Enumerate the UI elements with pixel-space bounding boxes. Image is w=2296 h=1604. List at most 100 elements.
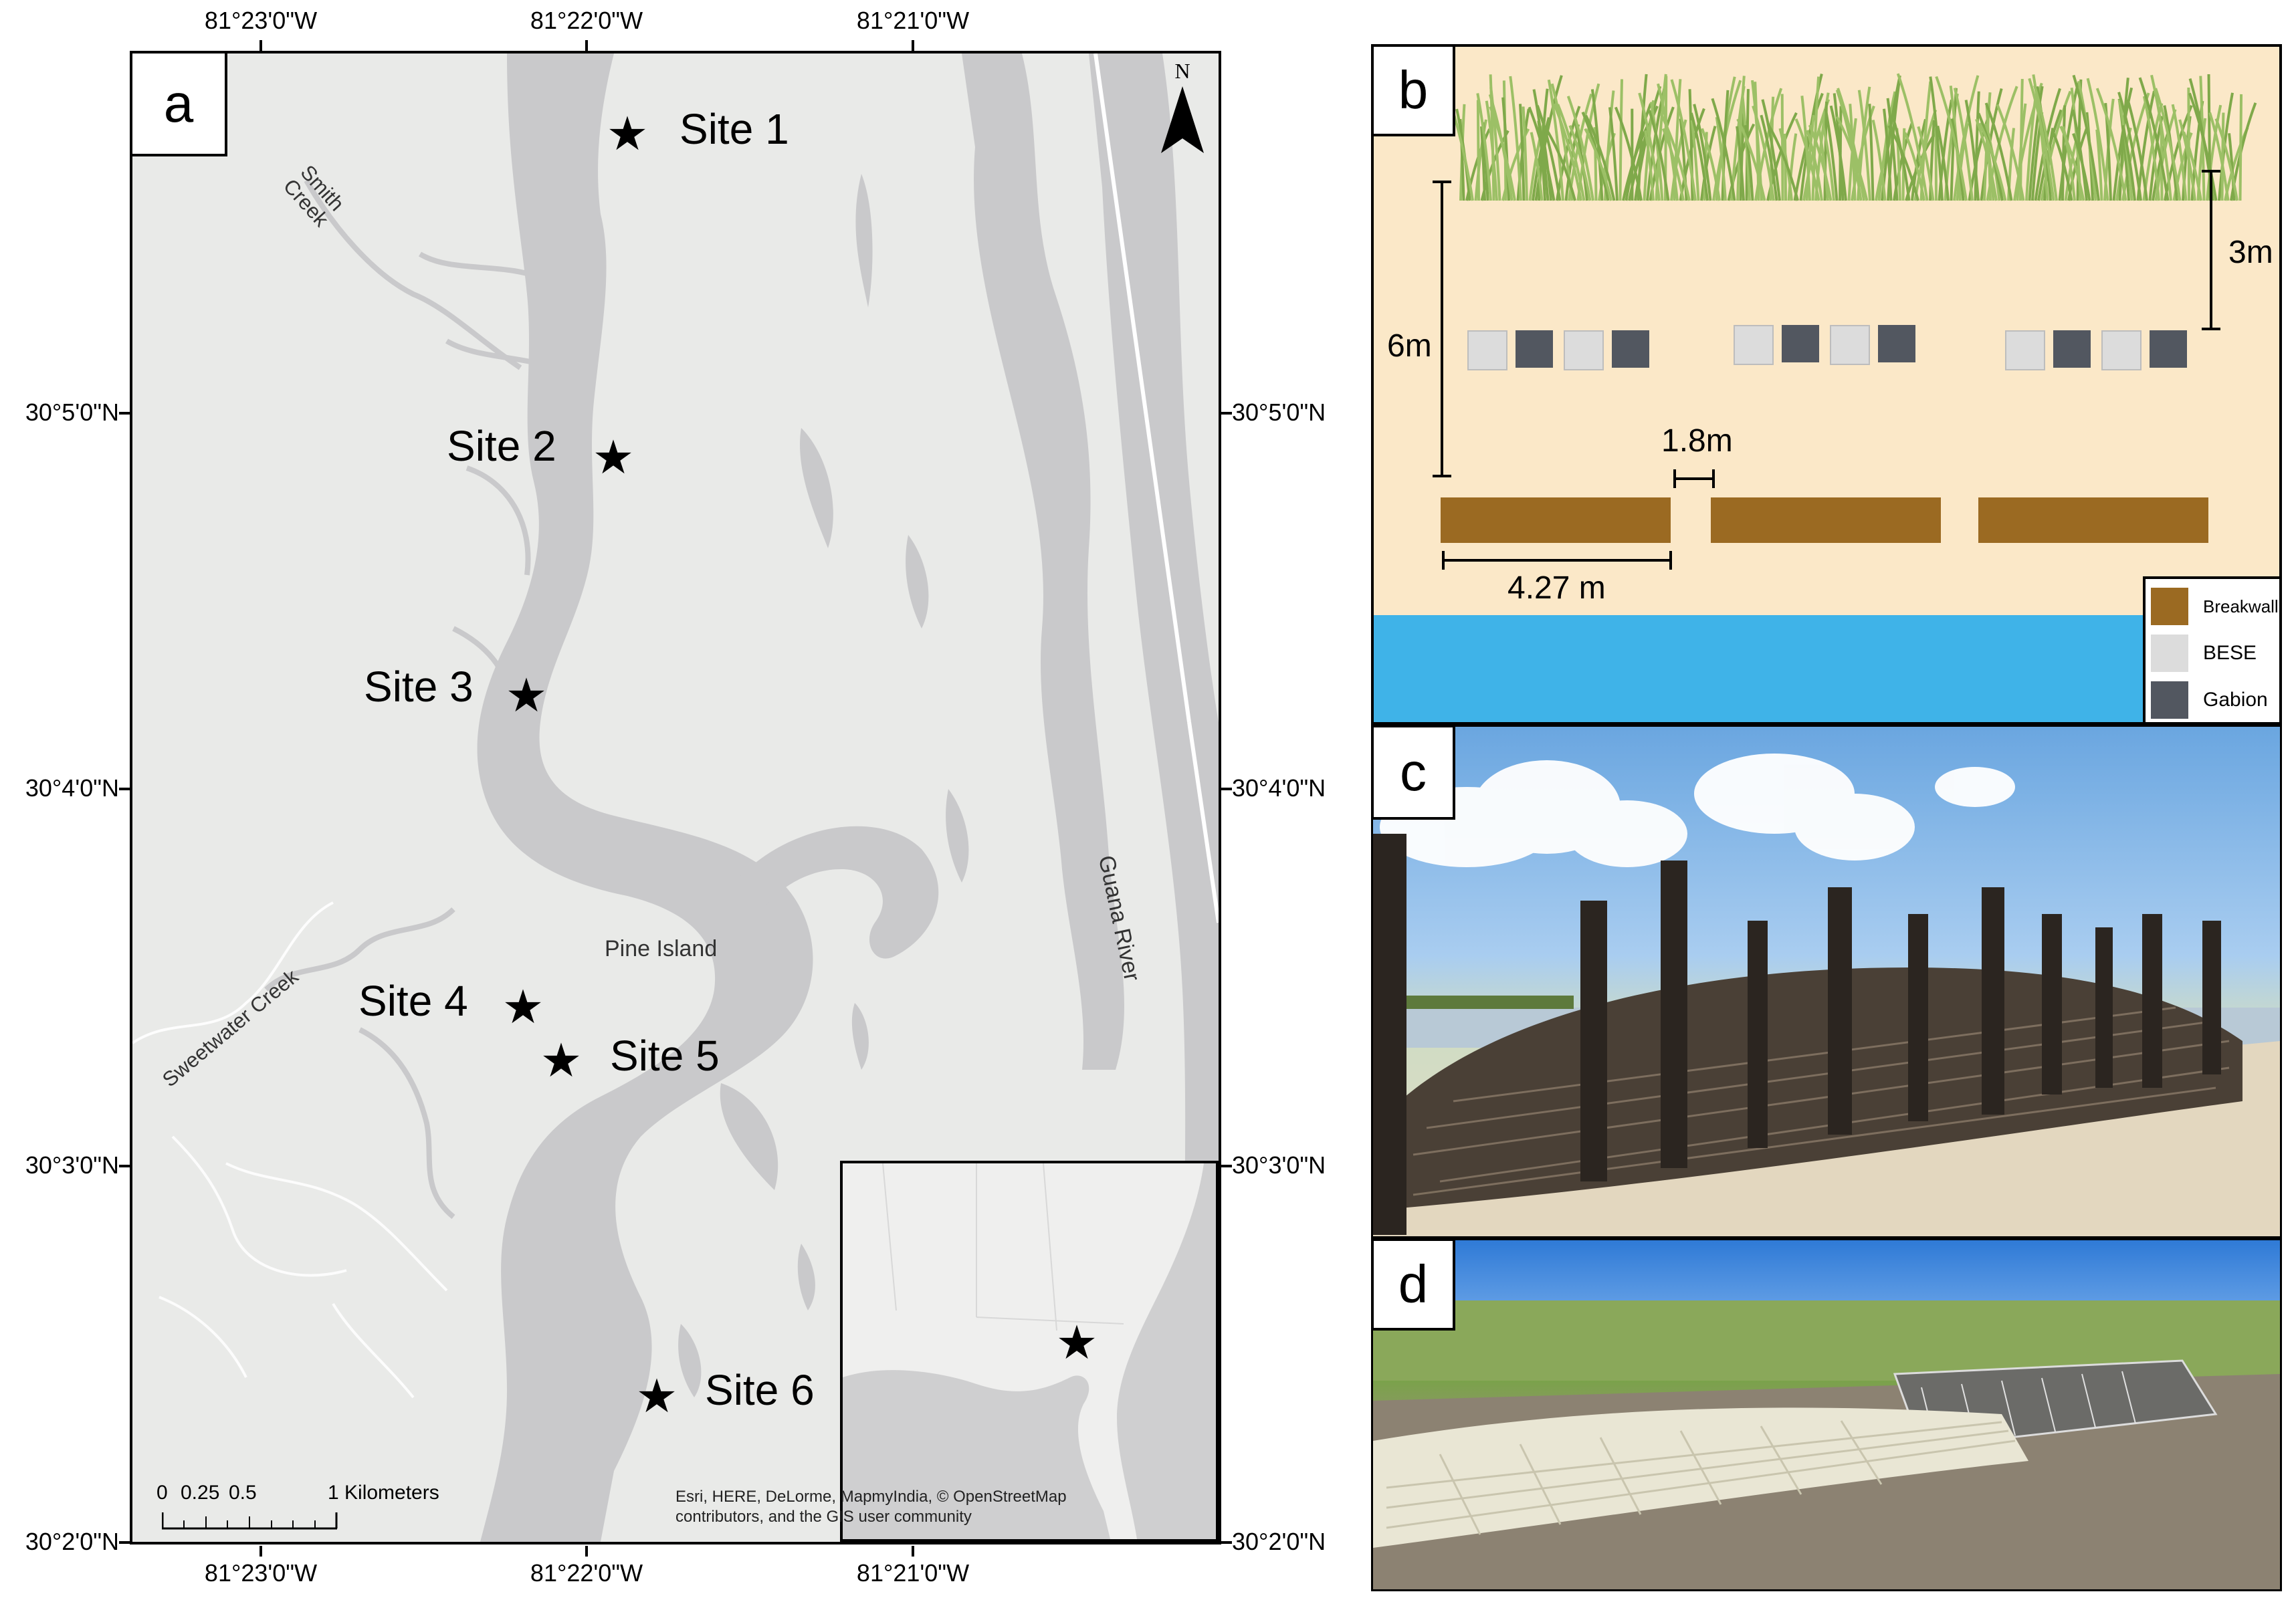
grass-blade	[1532, 89, 1550, 201]
tick-mark	[1221, 1541, 1232, 1544]
breakwall-segment	[1978, 497, 2208, 543]
panel-label-a: a	[130, 51, 227, 156]
bese-block	[1830, 325, 1870, 365]
tick-mark	[1221, 788, 1232, 790]
grass-blade	[1868, 104, 1875, 201]
panel-d-photo	[1371, 1238, 2282, 1591]
bottom-tick-label: 81°22'0"W	[530, 1559, 643, 1587]
grass-blade	[1638, 92, 1661, 201]
legend: Breakwall BESE Gabion	[2143, 576, 2279, 722]
roads	[132, 901, 448, 1399]
north-label: N	[1174, 59, 1190, 83]
panel-label-c: c	[1371, 725, 1455, 820]
tick-mark	[1221, 1165, 1232, 1167]
grass-blade	[1871, 119, 1887, 201]
grass-blade	[1806, 130, 1823, 201]
grass-blade	[1811, 76, 1820, 201]
tick-mark	[585, 40, 588, 51]
grass-blade	[1659, 113, 1691, 201]
bese-block	[1564, 330, 1604, 370]
grass-blade	[1614, 106, 1643, 201]
dim-4-27m-line	[1443, 559, 1671, 562]
grass-blade	[1736, 118, 1766, 201]
gabion-block	[2053, 330, 2091, 368]
grass-blade	[1822, 126, 1835, 201]
grass-blade	[1556, 104, 1586, 201]
breakwall-segment	[1441, 497, 1671, 543]
grass-blade	[1485, 100, 1498, 201]
right-tick-label: 30°5'0"N	[1232, 398, 1326, 426]
breakwall-segment	[1711, 497, 1941, 543]
gabion-block	[1612, 330, 1649, 368]
legend-swatch	[2151, 681, 2188, 719]
grass-blade	[1896, 73, 1929, 201]
grass-blade	[1917, 126, 1935, 201]
grass-blade	[1953, 88, 1974, 201]
legend-item-gabion: Gabion	[2151, 677, 2279, 722]
attribution: Esri, HERE, DeLorme, MapmyIndia, © OpenS…	[675, 1488, 1067, 1526]
dim-cap	[1442, 551, 1445, 570]
left-tick-label: 30°2'0"N	[25, 1528, 119, 1555]
grass-blade	[1532, 117, 1550, 201]
grass-blade	[2028, 78, 2055, 201]
grass-blade	[1808, 124, 1833, 201]
grass-blade	[1644, 130, 1655, 201]
scale-zero: 0	[156, 1482, 168, 1504]
inset-site-star: ★	[1055, 1316, 1098, 1369]
grass-blade	[1693, 104, 1712, 201]
grass-blade	[1545, 128, 1576, 201]
grass-blade	[2138, 77, 2170, 201]
grass-blade	[1787, 133, 1798, 201]
grass-blade	[2033, 85, 2058, 201]
grass-blade	[2208, 112, 2230, 201]
dim-1-8m-line	[1675, 477, 1713, 480]
top-tick-label: 81°23'0"W	[204, 7, 318, 34]
grass-blade	[2028, 86, 2044, 201]
grass-blade	[2058, 82, 2080, 201]
grass-blade	[1835, 116, 1869, 201]
right-tick-label: 30°3'0"N	[1232, 1151, 1326, 1179]
river-west	[477, 53, 813, 1542]
site-3-label: Site 3	[364, 663, 474, 711]
grass-blade	[1566, 96, 1594, 201]
tick-mark	[1221, 412, 1232, 415]
scale-one: 1 Kilometers	[328, 1482, 439, 1504]
bese-block	[1734, 325, 1774, 365]
legend-label: Breakwall	[2203, 596, 2279, 616]
grass-blade	[1886, 98, 1899, 201]
site-6-label: Site 6	[705, 1366, 815, 1414]
grass-blade	[1474, 119, 1487, 201]
grass-blade	[1752, 105, 1775, 201]
grass-blade	[1522, 106, 1528, 201]
right-tick-label: 30°2'0"N	[1232, 1528, 1326, 1555]
marsh-ponds	[678, 174, 969, 1397]
grass-blade	[1518, 104, 1526, 201]
grass-blade	[1608, 107, 1619, 201]
grass-blade	[1528, 106, 1556, 201]
dim-1-8m-label: 1.8m	[1661, 423, 1733, 459]
grass-blade	[1929, 76, 1944, 201]
grass-blade	[1857, 90, 1871, 201]
bese-block	[2005, 330, 2045, 370]
grass-blade	[1736, 76, 1746, 201]
grass-blade	[1978, 122, 2007, 201]
left-tick-label: 30°5'0"N	[25, 398, 119, 426]
grass-blade	[1736, 126, 1745, 201]
grass-blade	[1984, 102, 2013, 201]
grass-blade	[2112, 87, 2133, 201]
grass-blade	[2072, 133, 2091, 201]
grass-blade	[1489, 106, 1516, 201]
grass-blade	[1530, 132, 1544, 201]
grass-blade	[2071, 109, 2088, 201]
grass-blade	[1974, 91, 1980, 201]
grass-blade	[1552, 103, 1582, 201]
marsh-grass	[1454, 73, 2257, 201]
grass-blade	[1625, 103, 1652, 201]
grass-blade	[1964, 100, 1980, 201]
right-tick-label: 30°4'0"N	[1232, 774, 1326, 802]
grass-blade	[1501, 97, 1510, 201]
river-east	[962, 53, 1124, 1070]
grass-blade	[1568, 124, 1592, 201]
grass-blade	[1584, 114, 1616, 201]
scale-quarter: 0.25	[181, 1482, 220, 1504]
